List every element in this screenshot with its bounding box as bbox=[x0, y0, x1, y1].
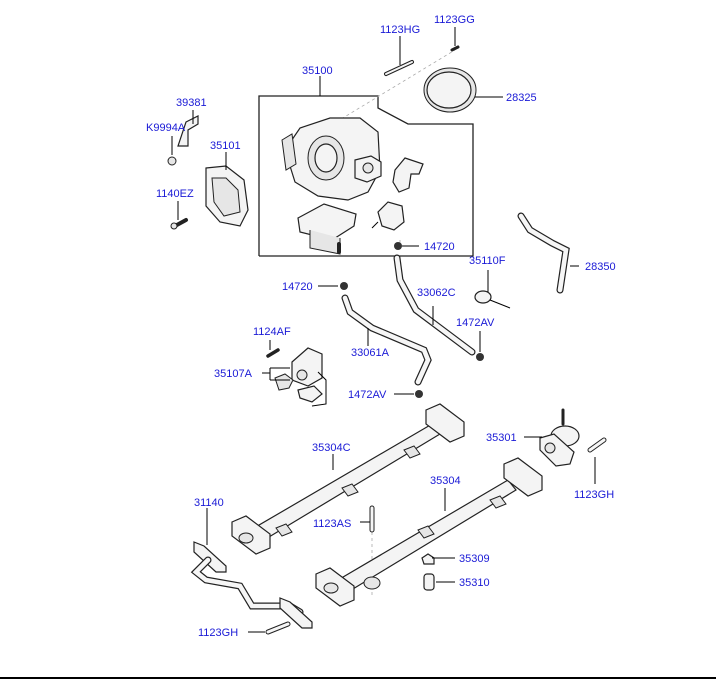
label-1123GH-right[interactable]: 1123GH bbox=[574, 489, 614, 501]
label-1123HG[interactable]: 1123HG bbox=[380, 24, 420, 36]
throttle-position-sensor-part[interactable] bbox=[392, 157, 424, 193]
pin-1123GG[interactable] bbox=[450, 45, 460, 52]
label-1472AV-upper[interactable]: 1472AV bbox=[456, 317, 495, 329]
leader-lines bbox=[171, 27, 596, 633]
label-28350[interactable]: 28350 bbox=[585, 261, 616, 273]
sensor-35107A[interactable] bbox=[274, 347, 327, 407]
throttle-body-group-frame bbox=[258, 76, 474, 257]
label-1472AV-lower[interactable]: 1472AV bbox=[348, 389, 387, 401]
bolt-1123HG[interactable] bbox=[384, 60, 414, 76]
label-31140[interactable]: 31140 bbox=[194, 497, 224, 509]
hose-33062C[interactable] bbox=[393, 254, 476, 356]
fuel-pipe-31140[interactable] bbox=[190, 541, 313, 629]
clip-14720-lower[interactable] bbox=[340, 282, 348, 290]
label-39381[interactable]: 39381 bbox=[176, 97, 207, 109]
label-35301[interactable]: 35301 bbox=[486, 432, 517, 444]
fuel-rail-35304C[interactable] bbox=[231, 403, 465, 555]
throttle-body-part[interactable] bbox=[281, 117, 382, 201]
label-1123GG[interactable]: 1123GG bbox=[434, 14, 475, 26]
label-14720-upper[interactable]: 14720 bbox=[424, 241, 455, 253]
seal-ring-28325[interactable] bbox=[423, 67, 477, 113]
label-K9994A[interactable]: K9994A bbox=[146, 122, 186, 134]
bolt-1140EZ[interactable] bbox=[170, 218, 188, 230]
label-35309[interactable]: 35309 bbox=[459, 553, 490, 565]
label-35304C[interactable]: 35304C bbox=[312, 442, 351, 454]
part-labels: 1123HG 1123GG 35100 28325 39381 K9994A 3… bbox=[146, 14, 616, 639]
label-35101[interactable]: 35101 bbox=[210, 140, 241, 152]
bracket-35110F[interactable] bbox=[474, 290, 511, 309]
label-1124AF[interactable]: 1124AF bbox=[253, 326, 291, 338]
label-14720-lower[interactable]: 14720 bbox=[282, 281, 313, 293]
clip-35309[interactable] bbox=[421, 553, 435, 565]
clip-1472AV-upper[interactable] bbox=[476, 353, 484, 361]
label-35310[interactable]: 35310 bbox=[459, 577, 490, 589]
clip-14720-upper[interactable] bbox=[394, 242, 402, 250]
hose-33061A[interactable] bbox=[341, 294, 432, 386]
bolt-1123GH-bottom[interactable] bbox=[265, 621, 291, 635]
idle-valve-part[interactable] bbox=[371, 201, 405, 231]
label-35304[interactable]: 35304 bbox=[430, 475, 461, 487]
pressure-regulator-35301[interactable] bbox=[539, 408, 580, 467]
label-1140EZ[interactable]: 1140EZ bbox=[156, 188, 194, 200]
label-35107A[interactable]: 35107A bbox=[214, 368, 253, 380]
label-1123GH-bottom[interactable]: 1123GH bbox=[198, 627, 238, 639]
label-33061A[interactable]: 33061A bbox=[351, 347, 390, 359]
insulator-35310[interactable] bbox=[423, 573, 435, 591]
bolt-1124AF[interactable] bbox=[266, 348, 280, 358]
clip-1472AV-lower[interactable] bbox=[415, 390, 423, 398]
gasket-35101[interactable] bbox=[205, 165, 249, 227]
bolt-1123GH-right[interactable] bbox=[587, 437, 607, 453]
label-1123AS[interactable]: 1123AS bbox=[313, 518, 351, 530]
label-35100[interactable]: 35100 bbox=[302, 65, 333, 77]
fuel-rail-35304[interactable] bbox=[315, 457, 543, 607]
label-33062C[interactable]: 33062C bbox=[417, 287, 456, 299]
idle-actuator-part[interactable] bbox=[297, 203, 357, 255]
nut-K9994A[interactable] bbox=[167, 156, 177, 166]
label-28325[interactable]: 28325 bbox=[506, 92, 537, 104]
label-35110F[interactable]: 35110F bbox=[469, 255, 506, 267]
hose-28350[interactable] bbox=[517, 212, 570, 294]
